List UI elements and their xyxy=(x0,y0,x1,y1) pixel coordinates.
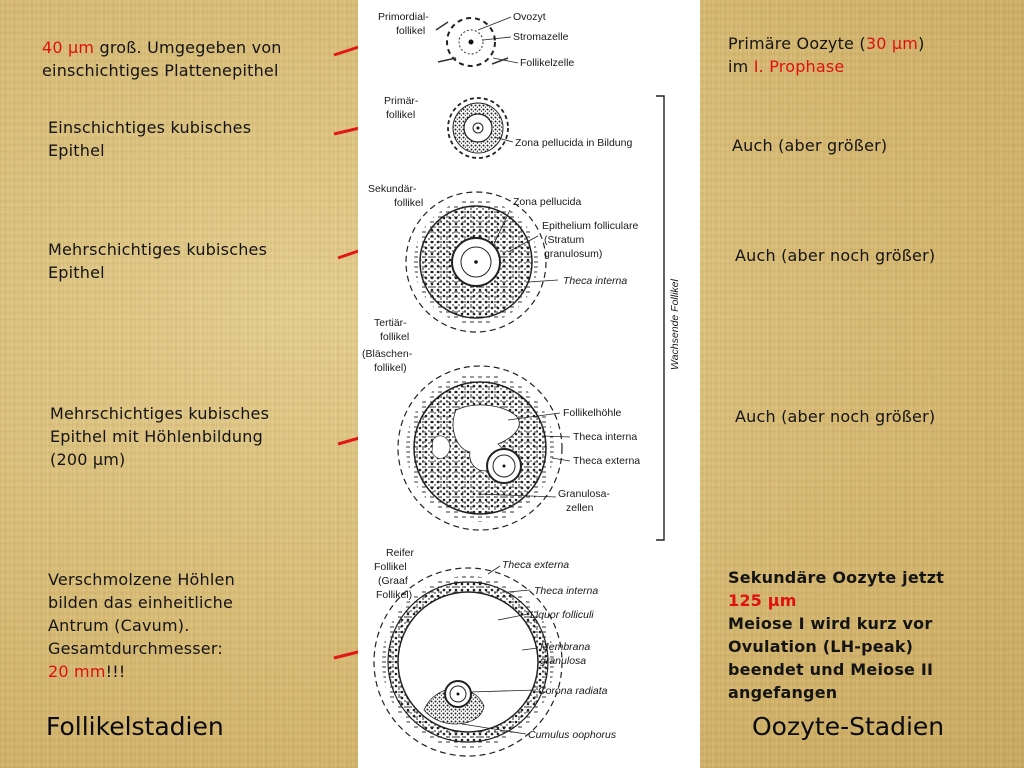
stage4-name-b: follikel xyxy=(380,331,409,343)
stage5-label-5: Corona radiata xyxy=(538,685,608,697)
stage5-label-0: Theca externa xyxy=(502,559,569,571)
stage5-name-a: Reifer xyxy=(386,547,415,559)
follicle-diagram-panel: Primordial- follikel Ovozyt Stromazelle … xyxy=(358,0,700,768)
stage4-label-1: Theca interna xyxy=(573,431,637,443)
stage1-label-1: Stromazelle xyxy=(513,31,569,43)
stage-graaf: Reifer Follikel (Graaf Follikel) Theca e… xyxy=(373,547,617,757)
stage4-label-2: Theca externa xyxy=(573,455,640,467)
stage-secondary: Sekundär- follikel Zona pellucida Epithe… xyxy=(368,183,638,333)
size-unit: μm xyxy=(68,38,95,57)
stage3-label-1: Epithelium folliculare xyxy=(542,220,638,232)
right-text-secondary-oocyte: Sekundäre Oozyte jetzt 125 μm Meiose I w… xyxy=(728,568,945,702)
stage1-name-b: follikel xyxy=(396,25,425,37)
diameter-value: 20 mm xyxy=(48,662,106,681)
stage3-label-4: Theca interna xyxy=(563,275,627,287)
left-text-tertiary: Mehrschichtiges kubisches Epithel mit Hö… xyxy=(50,404,270,469)
right-text-2: Auch (aber größer) xyxy=(732,136,888,155)
stage3-label-3: granulosum) xyxy=(544,248,602,260)
right-text-primary-oocyte: Primäre Oozyte (30 μm) im I. Prophase xyxy=(728,34,925,76)
left-title: Follikelstadien xyxy=(46,712,224,741)
stage1-name-a: Primordial- xyxy=(378,11,429,23)
stage5-name-d: Follikel) xyxy=(376,589,412,601)
left-text-secondary: Mehrschichtiges kubisches Epithel xyxy=(48,240,268,282)
stage1-label-2: Follikelzelle xyxy=(520,57,574,69)
stage2-label-0: Zona pellucida in Bildung xyxy=(515,137,632,149)
stage2-name-a: Primär- xyxy=(384,95,419,107)
oocyte-size: 30 μm xyxy=(865,34,919,53)
stage4-label-4: zellen xyxy=(566,502,594,514)
stage4-label-3: Granulosa- xyxy=(558,488,610,500)
stage5-label-4: granulosa xyxy=(540,655,586,667)
right-text-4: Auch (aber noch größer) xyxy=(735,407,936,426)
follicle-diagram: Primordial- follikel Ovozyt Stromazelle … xyxy=(362,11,681,757)
stage4-name-a: Tertiär- xyxy=(374,317,407,329)
prophase-label: I. Prophase xyxy=(753,57,845,76)
stage4-name-d: follikel) xyxy=(374,362,407,374)
right-text-3: Auch (aber noch größer) xyxy=(735,246,936,265)
stage-primordial: Primordial- follikel Ovozyt Stromazelle … xyxy=(378,11,574,69)
stage4-name-c: (Bläschen- xyxy=(362,348,413,360)
secondary-oocyte-size: 125 μm xyxy=(728,591,797,610)
left-text-primordial: 40 μm groß. Umgegeben von einschichtiges… xyxy=(42,38,282,80)
stage5-name-b: Follikel xyxy=(374,561,407,573)
stage5-label-2: Liquor folliculi xyxy=(530,609,594,621)
stage-primary: Primär- follikel Zona pellucida in Bildu… xyxy=(384,95,632,159)
size-prefix: 40 xyxy=(42,38,69,57)
growing-follicles-bracket: Wachsende Follikel xyxy=(656,95,681,541)
bracket-label: Wachsende Follikel xyxy=(669,278,681,370)
right-title: Oozyte-Stadien xyxy=(752,712,945,741)
stage5-label-6: Cumulus oophorus xyxy=(528,729,617,741)
stage3-name-b: follikel xyxy=(394,197,423,209)
stage3-label-0: Zona pellucida xyxy=(513,196,581,208)
stage3-label-2: (Stratum xyxy=(544,234,585,246)
left-text-graaf: Verschmolzene Höhlen bilden das einheitl… xyxy=(48,570,235,681)
stage5-name-c: (Graaf xyxy=(378,575,408,587)
stage2-name-b: follikel xyxy=(386,109,415,121)
left-text-primary: Einschichtiges kubisches Epithel xyxy=(48,118,252,160)
stage1-label-0: Ovozyt xyxy=(513,11,546,23)
stage5-label-1: Theca interna xyxy=(534,585,598,597)
stage4-label-0: Follikelhöhle xyxy=(563,407,622,419)
stage-tertiary: Tertiär- follikel (Bläschen- follikel) F… xyxy=(362,317,640,531)
stage5-label-3: Membrana xyxy=(540,641,590,653)
stage3-name-a: Sekundär- xyxy=(368,183,417,195)
